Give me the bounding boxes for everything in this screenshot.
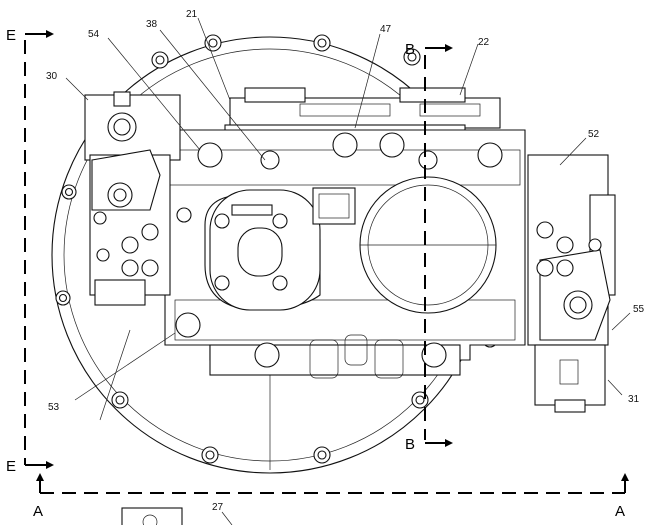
section-letters: E E B B A A xyxy=(6,27,625,520)
callout-53: 53 xyxy=(48,402,60,413)
section-line-b xyxy=(424,44,453,447)
callout-22: 22 xyxy=(478,37,490,48)
section-a-left: A xyxy=(33,503,43,520)
section-line-e xyxy=(24,30,54,469)
callout-27: 27 xyxy=(212,502,224,513)
shaft-housing xyxy=(359,176,497,314)
leader-lines xyxy=(65,17,631,401)
section-b-bottom: B xyxy=(405,436,415,453)
section-e-top: E xyxy=(6,27,16,44)
section-a-right: A xyxy=(615,503,625,520)
callout-55: 55 xyxy=(633,304,645,315)
callout-30: 30 xyxy=(46,71,58,82)
callout-54: 54 xyxy=(88,29,100,40)
name-plate xyxy=(312,187,356,225)
partial-view-27 xyxy=(121,507,233,525)
left-control-unit xyxy=(84,91,181,306)
callout-21: 21 xyxy=(186,9,198,20)
callout-38: 38 xyxy=(146,19,158,30)
callout-52: 52 xyxy=(588,129,600,140)
port-plate-left xyxy=(204,189,321,311)
right-control-unit xyxy=(527,154,616,413)
callout-labels: 54 38 21 47 22 30 52 55 31 53 27 xyxy=(46,9,645,513)
body-hex-bolts xyxy=(175,132,503,368)
section-b-top: B xyxy=(405,41,415,58)
section-e-bottom: E xyxy=(6,458,16,475)
callout-47: 47 xyxy=(380,24,392,35)
section-line-a xyxy=(36,473,629,494)
callout-31: 31 xyxy=(628,394,640,405)
